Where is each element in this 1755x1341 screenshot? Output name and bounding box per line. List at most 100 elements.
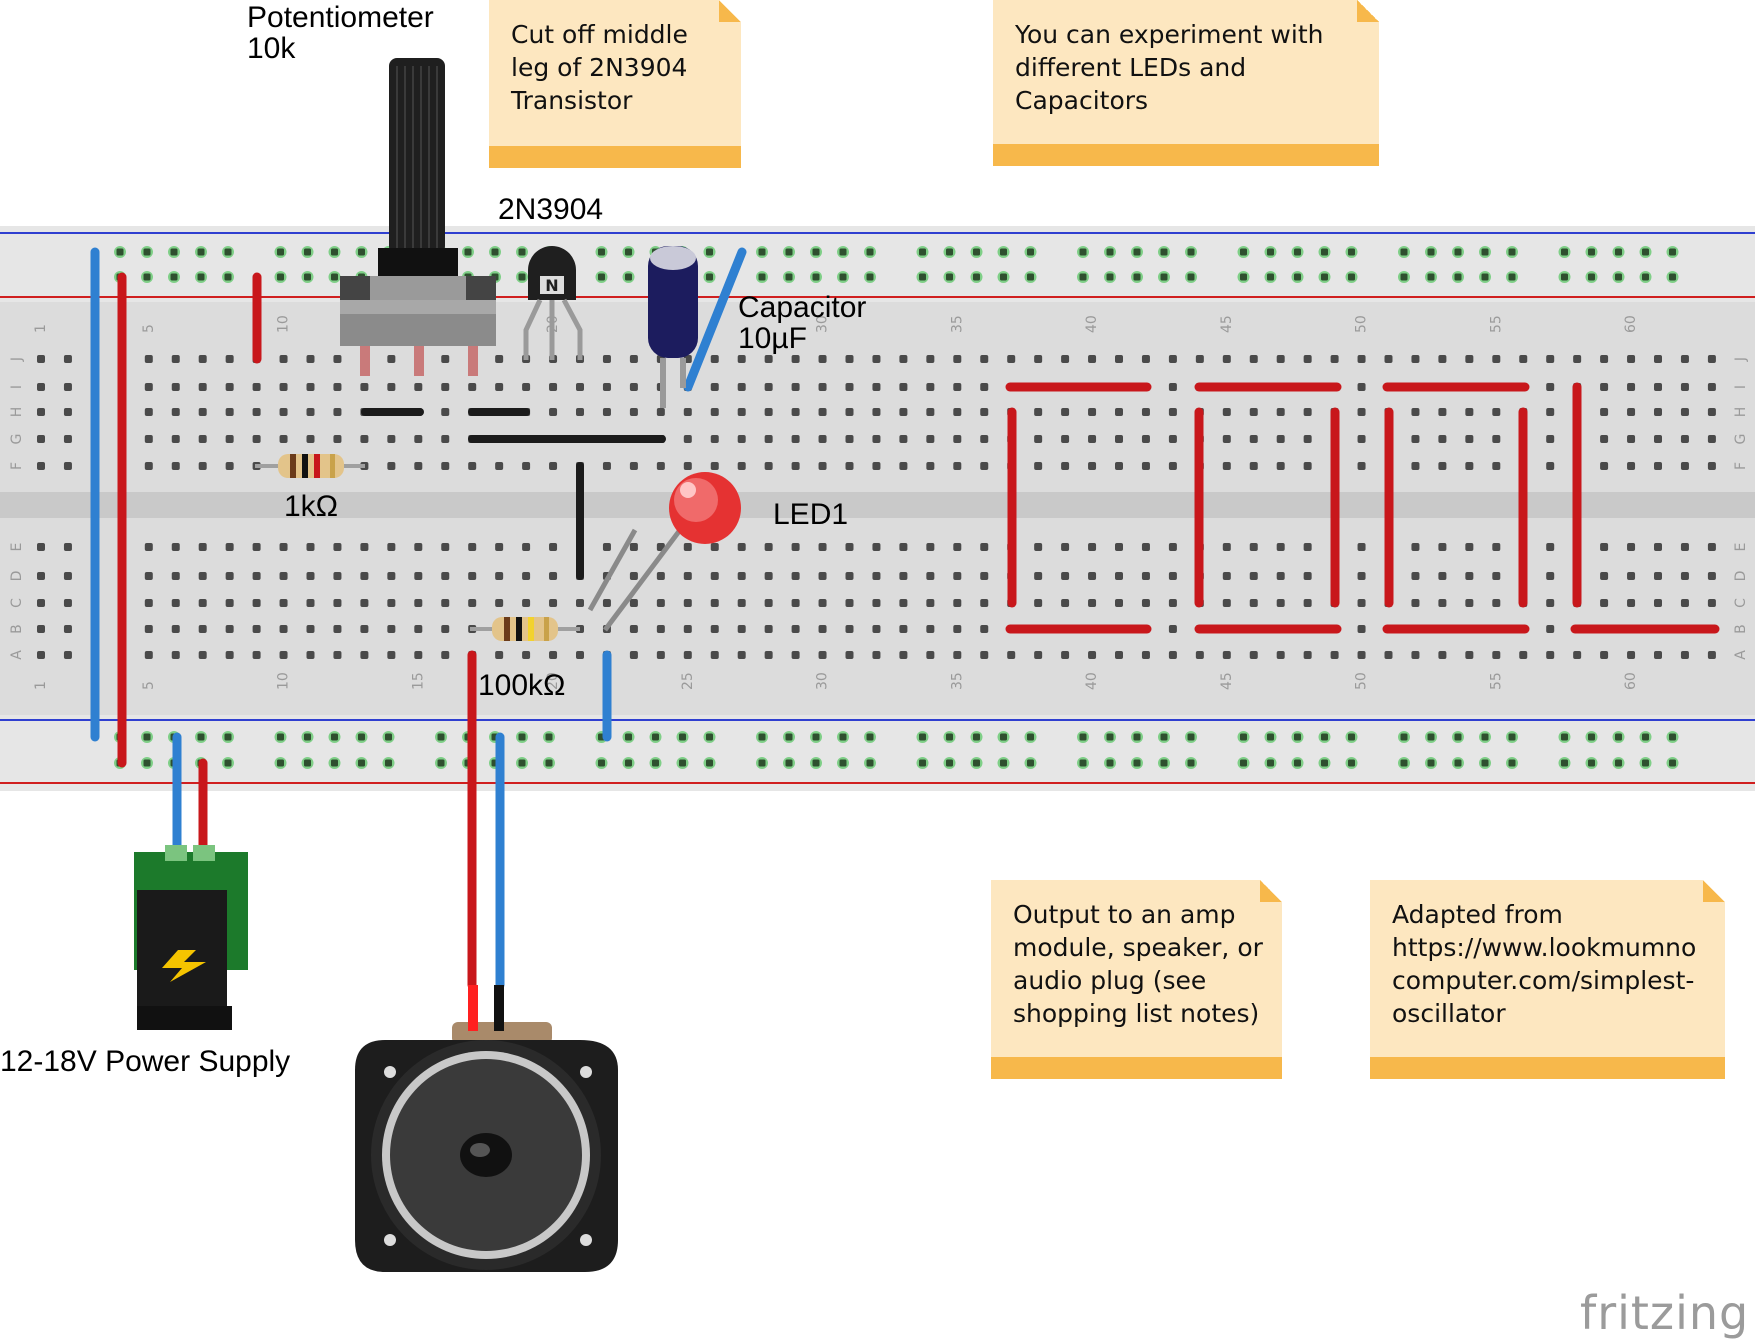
breadboard-hole bbox=[899, 572, 908, 580]
breadboard-hole bbox=[1707, 651, 1716, 659]
breadboard-hole bbox=[1546, 543, 1555, 551]
breadboard-hole bbox=[818, 408, 827, 416]
breadboard-hole bbox=[441, 651, 450, 659]
breadboard-hole bbox=[1465, 435, 1474, 443]
rail-hole bbox=[1267, 248, 1274, 256]
breadboard-hole bbox=[737, 625, 746, 633]
breadboard-hole bbox=[144, 408, 153, 416]
breadboard-hole bbox=[279, 651, 288, 659]
rail-hole bbox=[1160, 759, 1168, 767]
breadboard-hole bbox=[1438, 462, 1447, 470]
rail-hole bbox=[1561, 248, 1568, 256]
breadboard-hole bbox=[1303, 651, 1312, 659]
breadboard-hole bbox=[1249, 355, 1258, 363]
breadboard-hole bbox=[387, 599, 396, 607]
rail-hole bbox=[1427, 759, 1435, 767]
breadboard-hole bbox=[198, 355, 207, 363]
column-number: 60 bbox=[1623, 672, 1639, 690]
breadboard-hole bbox=[441, 408, 450, 416]
breadboard-hole bbox=[1303, 599, 1312, 607]
breadboard-hole bbox=[683, 651, 692, 659]
row-letter: B bbox=[9, 624, 25, 634]
breadboard-hole bbox=[441, 543, 450, 551]
breadboard-hole bbox=[683, 543, 692, 551]
breadboard-hole bbox=[791, 543, 800, 551]
rail-hole bbox=[785, 273, 793, 281]
breadboard-hole bbox=[980, 572, 989, 580]
rail-hole bbox=[1348, 248, 1355, 256]
breadboard-hole bbox=[171, 462, 180, 470]
breadboard-hole bbox=[1168, 651, 1177, 659]
rail-hole bbox=[464, 248, 472, 256]
breadboard-hole bbox=[468, 462, 477, 470]
breadboard-hole bbox=[764, 462, 773, 470]
column-number: 40 bbox=[1084, 315, 1100, 333]
breadboard-hole bbox=[1465, 408, 1474, 416]
breadboard-hole bbox=[1141, 572, 1150, 580]
breadboard-hole bbox=[1115, 355, 1123, 363]
breadboard-hole bbox=[63, 355, 72, 363]
column-number: 1 bbox=[33, 324, 49, 333]
breadboard-hole bbox=[1627, 383, 1636, 391]
rail-hole bbox=[224, 248, 232, 256]
breadboard-hole bbox=[1034, 462, 1043, 470]
rail-hole bbox=[143, 733, 151, 741]
rail-hole bbox=[1321, 273, 1328, 281]
note-output: Output to an amp module, speaker, or aud… bbox=[991, 880, 1282, 1079]
breadboard-hole bbox=[1034, 543, 1043, 551]
rail-hole bbox=[116, 248, 124, 256]
rail-hole bbox=[946, 273, 953, 281]
rail-hole bbox=[758, 759, 766, 767]
breadboard-hole bbox=[1222, 651, 1231, 659]
rail-hole bbox=[973, 759, 980, 767]
breadboard-hole bbox=[872, 599, 881, 607]
breadboard-hole bbox=[845, 355, 854, 363]
breadboard-hole bbox=[1061, 572, 1070, 580]
resistor-100k-label: 100kΩ bbox=[478, 669, 566, 702]
breadboard-hole bbox=[1707, 543, 1716, 551]
black-wires bbox=[361, 408, 666, 580]
breadboard-hole bbox=[37, 383, 45, 391]
rail-hole bbox=[1240, 248, 1247, 256]
breadboard-hole bbox=[306, 355, 315, 363]
breadboard-hole bbox=[737, 572, 746, 580]
breadboard-hole bbox=[37, 651, 45, 659]
breadboard-hole bbox=[845, 625, 854, 633]
breadboard-hole bbox=[495, 651, 504, 659]
breadboard-hole bbox=[63, 408, 72, 416]
column-number: 20 bbox=[545, 672, 561, 690]
breadboard-hole bbox=[764, 408, 773, 416]
breadboard-hole bbox=[1088, 355, 1097, 363]
breadboard-hole bbox=[1168, 543, 1177, 551]
breadboard-hole bbox=[37, 435, 45, 443]
breadboard-hole bbox=[602, 355, 611, 363]
breadboard-hole bbox=[387, 435, 396, 443]
breadboard-hole bbox=[953, 355, 962, 363]
rail-hole bbox=[1187, 733, 1195, 741]
rail-hole bbox=[866, 759, 874, 767]
breadboard-hole bbox=[1249, 543, 1258, 551]
breadboard-hole bbox=[387, 625, 396, 633]
breadboard-hole bbox=[1627, 651, 1636, 659]
breadboard-hole bbox=[1276, 408, 1285, 416]
rail-hole bbox=[1454, 273, 1462, 281]
breadboard-hole bbox=[710, 543, 719, 551]
breadboard-hole bbox=[1438, 572, 1447, 580]
breadboard-hole bbox=[899, 355, 908, 363]
breadboard-hole bbox=[737, 462, 746, 470]
breadboard-hole bbox=[360, 625, 369, 633]
breadboard-hole bbox=[1276, 543, 1285, 551]
breadboard-hole bbox=[1680, 599, 1689, 607]
rail-hole bbox=[1321, 248, 1328, 256]
breadboard-hole bbox=[1680, 383, 1689, 391]
breadboard-hole bbox=[764, 435, 773, 443]
breadboard-hole bbox=[252, 572, 261, 580]
breadboard-hole bbox=[953, 651, 962, 659]
breadboard-hole bbox=[1007, 651, 1016, 659]
breadboard-hole bbox=[1034, 435, 1043, 443]
breadboard-hole bbox=[1168, 383, 1177, 391]
breadboard-hole bbox=[818, 355, 827, 363]
rail-hole bbox=[358, 733, 365, 741]
rail-hole bbox=[1642, 759, 1649, 767]
breadboard-hole bbox=[926, 408, 935, 416]
